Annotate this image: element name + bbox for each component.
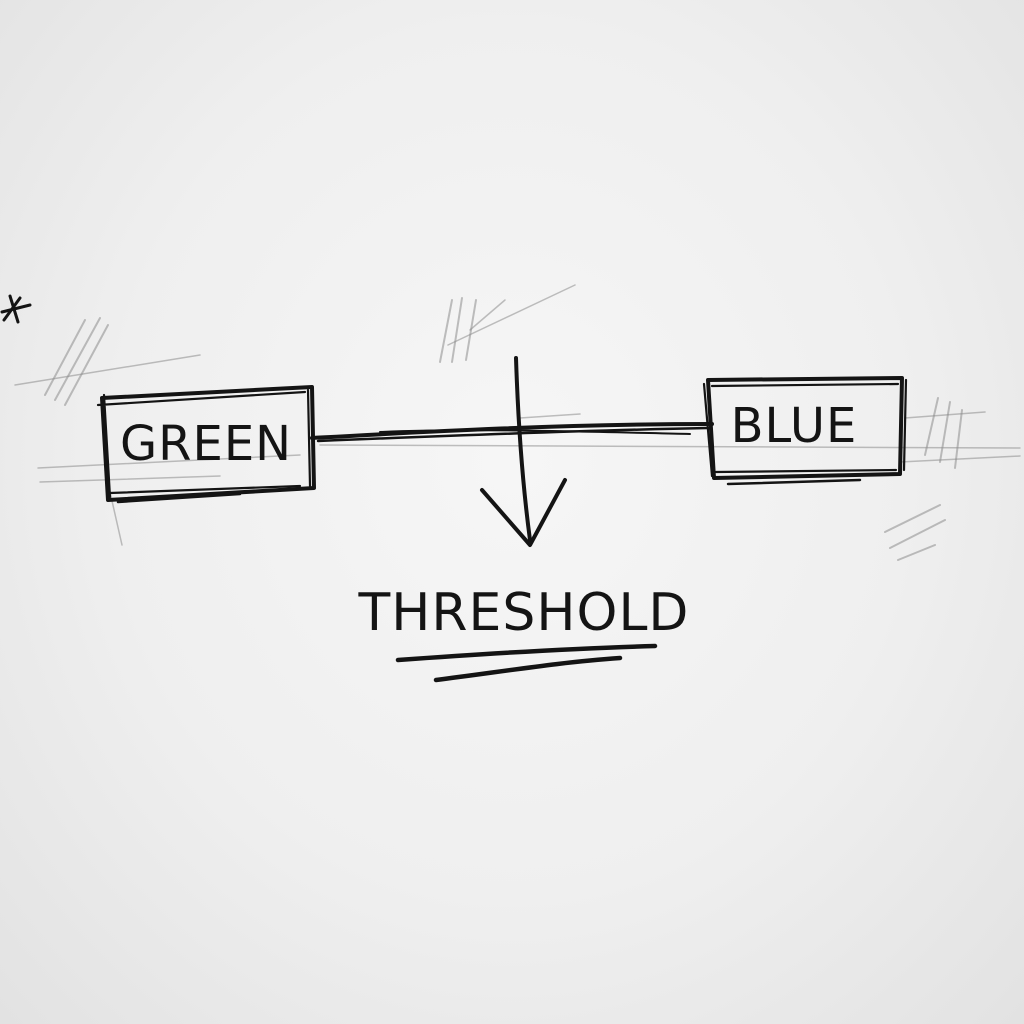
node-blue: BLUE	[702, 376, 908, 486]
threshold-label: THRESHOLD	[358, 583, 690, 643]
threshold-annotation: THRESHOLD	[358, 583, 690, 683]
threshold-underline	[395, 643, 658, 663]
stray-asterisk-mark	[0, 294, 32, 324]
connector-line	[310, 422, 714, 443]
node-green: GREEN	[96, 385, 316, 504]
down-arrow-icon	[480, 356, 567, 547]
background-sketch-marks	[14, 284, 1021, 561]
threshold-underline-second	[433, 655, 623, 683]
node-green-label: GREEN	[120, 416, 292, 472]
node-blue-label: BLUE	[731, 398, 858, 454]
